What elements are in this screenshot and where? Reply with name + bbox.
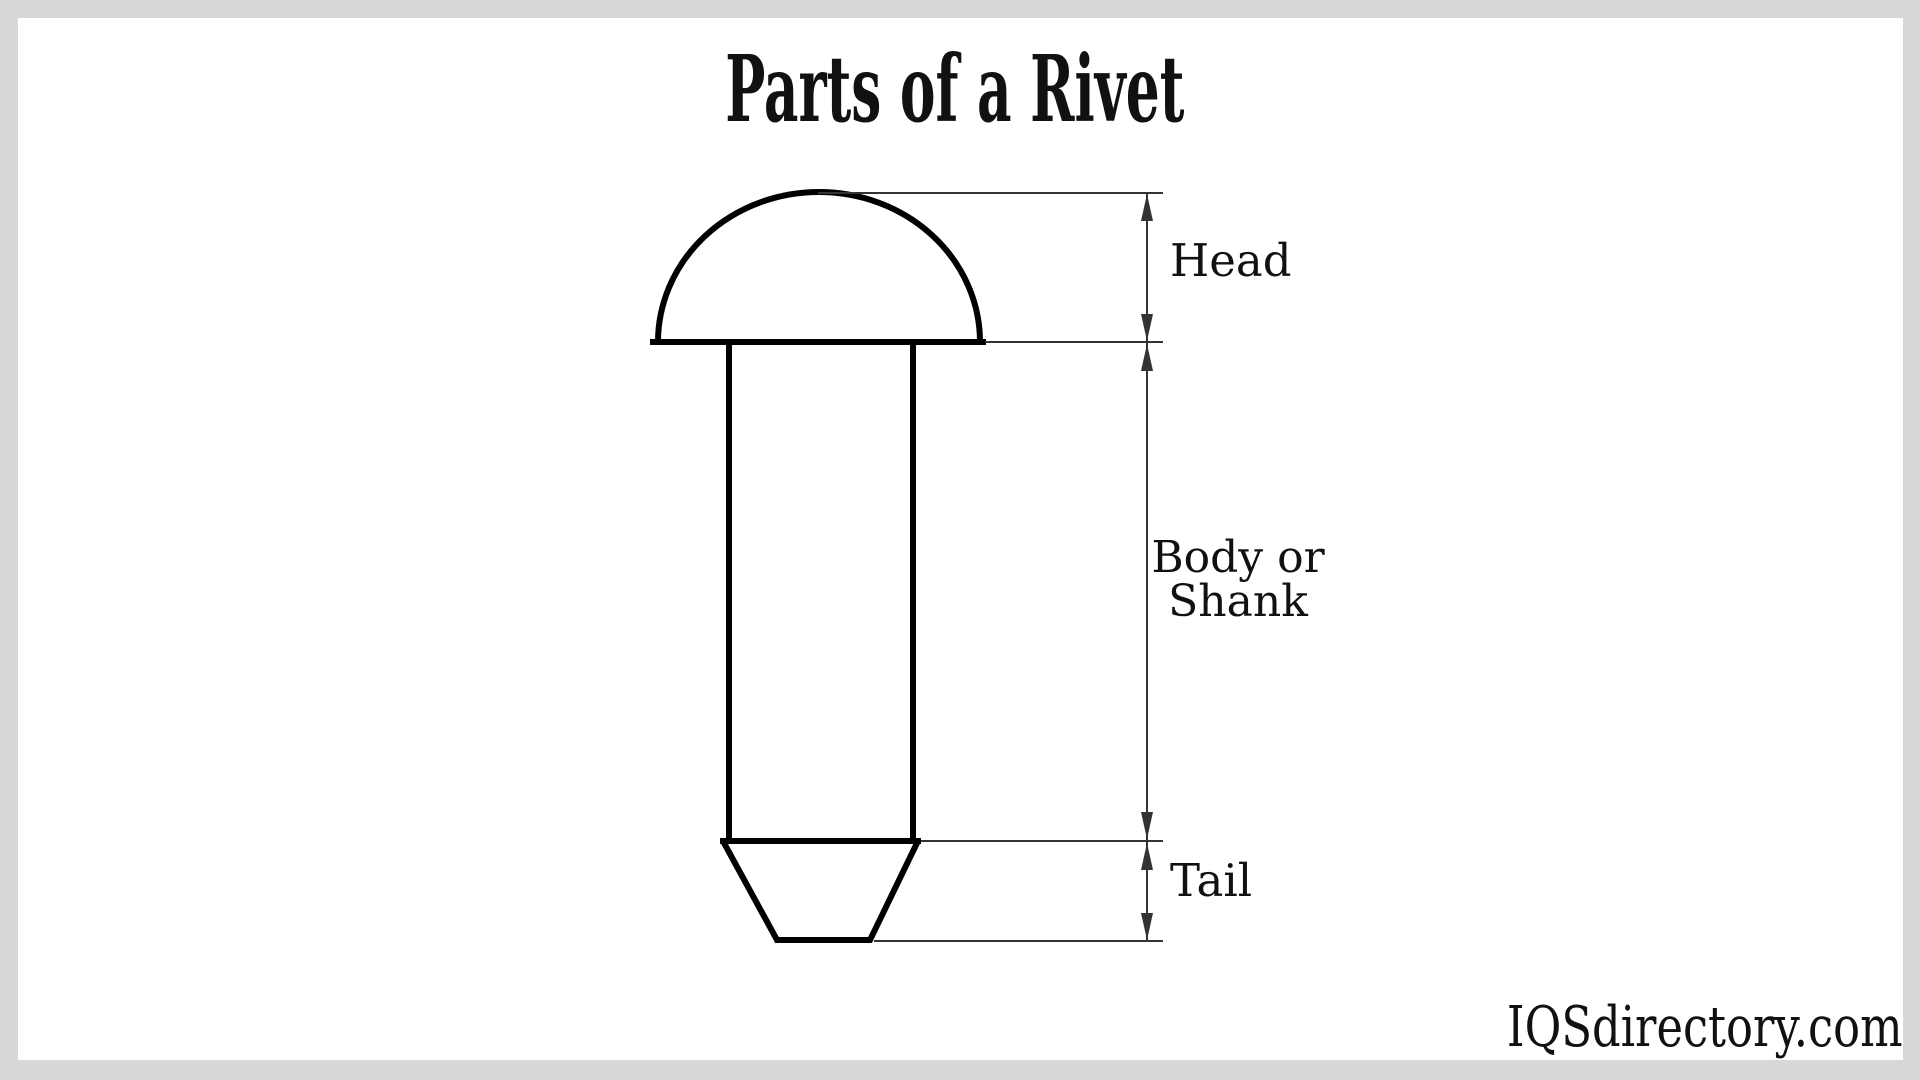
arrow-up-icon [1141,344,1153,371]
body-shank-label-line1: Body or [1151,532,1325,583]
dimension-ticks [818,192,1163,942]
arrow-up-icon [1141,843,1153,870]
watermark: IQSdirectory.com [1408,1000,1903,1056]
arrow-up-icon [1141,194,1153,221]
arrow-down-icon [1141,913,1153,940]
diagram-canvas [18,18,1903,1060]
watermark-text: IQSdirectory.com [1507,995,1903,1060]
body-dimension [1141,342,1153,841]
tail-label: Tail [1170,854,1253,907]
rivet-head-dome [654,189,984,346]
page-title-text: Parts of a Rivet [725,35,1185,143]
head-dimension [1141,193,1153,342]
page-title: Parts of a Rivet [0,43,1920,135]
arrow-down-icon [1141,812,1153,839]
tail-dimension [1141,841,1153,941]
rivet-outline [650,189,986,943]
rivet-tail-taper [719,838,922,943]
body-shank-label: Body or Shank [1138,536,1338,624]
head-label: Head [1170,234,1292,287]
arrow-down-icon [1141,314,1153,341]
body-shank-label-line2: Shank [1168,576,1308,627]
